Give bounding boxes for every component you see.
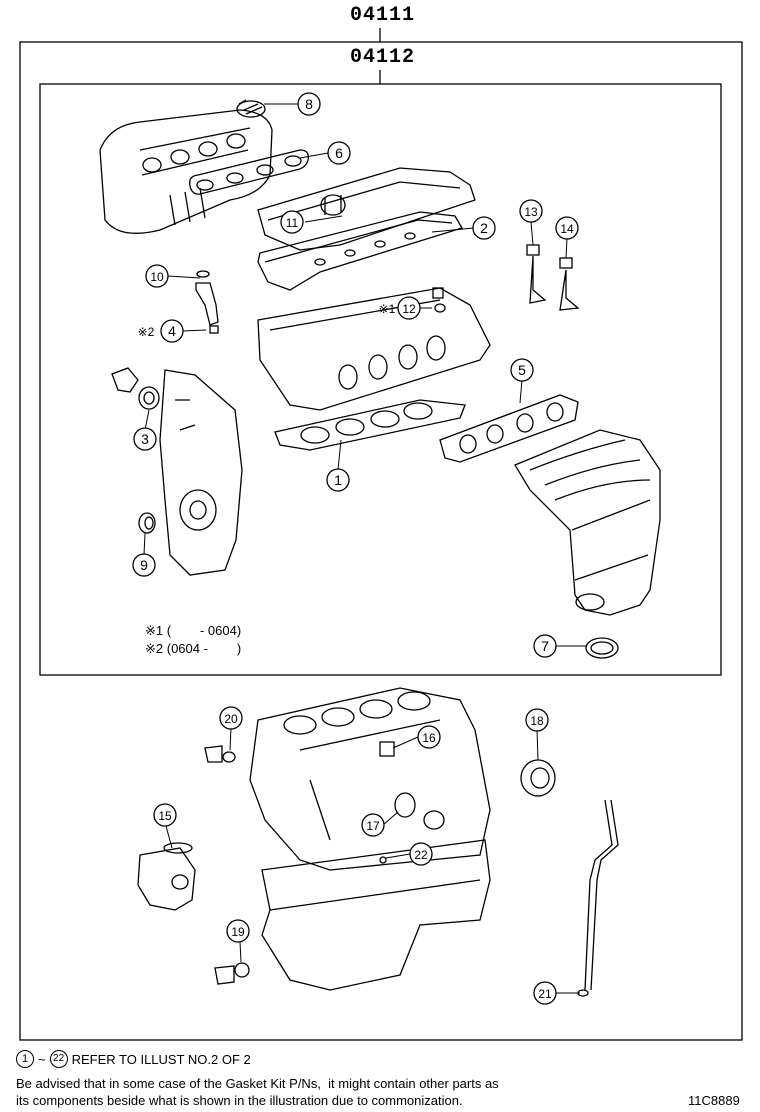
- callout-12: 12: [397, 296, 421, 320]
- svg-text:11: 11: [286, 216, 299, 230]
- crank-seal-drawing: [138, 512, 156, 534]
- exhaust-gasket-drawing: [439, 394, 579, 463]
- cylinder-head-drawing: [257, 287, 491, 411]
- oil-filler-cap-drawing: [236, 99, 266, 118]
- engine-block-drawing: [249, 687, 491, 871]
- callout-7: 7: [533, 634, 557, 658]
- callout-17: 17: [361, 813, 385, 837]
- range-end-callout: 22: [49, 1050, 68, 1068]
- svg-text:5: 5: [518, 362, 526, 378]
- svg-text:14: 14: [560, 222, 574, 236]
- footer-refer-line: 1 ~ 22 REFER TO ILLUST NO.2 OF 2: [16, 1050, 251, 1068]
- callout-13: 13: [519, 199, 543, 223]
- advice-line-1: Be advised that in some case of the Gask…: [16, 1076, 499, 1091]
- callout-21: 21: [533, 981, 557, 1005]
- rear-seal-drawing: [520, 759, 556, 797]
- water-outlet-gasket-drawing: [111, 367, 160, 410]
- svg-text:4: 4: [168, 323, 176, 339]
- callout-9: 9: [132, 553, 156, 577]
- drain-plug-20-drawing: [204, 745, 223, 763]
- dipstick-guide-drawing: [577, 799, 619, 997]
- svg-text:21: 21: [538, 987, 552, 1001]
- svg-text:6: 6: [335, 145, 343, 161]
- svg-text:3: 3: [141, 431, 149, 447]
- intake-manifold-drawing: [99, 109, 273, 234]
- injector-drawing: [195, 270, 219, 334]
- callout-14: 14: [555, 216, 579, 240]
- svg-text:20: 20: [224, 712, 238, 726]
- callout-16: 16: [417, 725, 441, 749]
- range-start-callout: 1: [16, 1050, 34, 1068]
- svg-text:1: 1: [334, 472, 342, 488]
- kit-number-inner: 04112: [350, 46, 416, 69]
- star2-marker: ※2: [138, 325, 155, 339]
- callout-18: 18: [525, 708, 549, 732]
- intake-gasket-drawing: [189, 149, 309, 195]
- svg-text:15: 15: [158, 809, 172, 823]
- callout-4: 4: [160, 319, 184, 343]
- svg-text:18: 18: [530, 714, 544, 728]
- svg-text:22: 22: [414, 848, 428, 862]
- callout-5: 5: [510, 358, 534, 382]
- range-tilde: ~: [38, 1051, 46, 1067]
- valve-cover-gasket-drawing: [257, 211, 463, 291]
- outer-kit-frame: [19, 41, 743, 1041]
- callout-19: 19: [226, 919, 250, 943]
- svg-text:13: 13: [524, 205, 538, 219]
- kit-number-outer: 04111: [350, 4, 416, 27]
- svg-text:19: 19: [231, 925, 245, 939]
- svg-text:8: 8: [305, 96, 313, 112]
- svg-text:9: 9: [140, 557, 148, 573]
- callout-2: 2: [472, 216, 496, 240]
- svg-text:7: 7: [541, 638, 549, 654]
- inner-kit-frame: [39, 83, 722, 676]
- callout-22: 22: [409, 842, 433, 866]
- valve-drawing: [526, 244, 580, 311]
- callout-15: 15: [153, 803, 177, 827]
- callout-6: 6: [327, 141, 351, 165]
- exhaust-ring-gasket-drawing: [585, 637, 619, 659]
- callout-3: 3: [133, 427, 157, 451]
- exhaust-manifold-drawing: [514, 429, 661, 616]
- valve-cover-drawing: [257, 167, 476, 251]
- svg-text:2: 2: [480, 220, 488, 236]
- callout-10: 10: [145, 264, 169, 288]
- refer-text: REFER TO ILLUST NO.2 OF 2: [71, 1051, 251, 1067]
- timing-cover-drawing: [159, 369, 243, 576]
- svg-text:16: 16: [422, 731, 436, 745]
- advice-line-2: its components beside what is shown in t…: [16, 1093, 463, 1108]
- callout-1: 1: [326, 468, 350, 492]
- oil-pump-drawing: [137, 842, 196, 911]
- drain-plug-19-drawing: [214, 965, 235, 985]
- oil-pan-drawing: [261, 839, 491, 991]
- head-gasket-drawing: [274, 399, 466, 451]
- svg-text:17: 17: [366, 819, 380, 833]
- illustration-code: 11C8889: [688, 1093, 740, 1108]
- callout-11: 11: [280, 210, 304, 234]
- note-star1: ※1 ( - 0604): [145, 623, 242, 638]
- callout-8: 8: [297, 92, 321, 116]
- svg-text:12: 12: [402, 302, 416, 316]
- note-star2: ※2 (0604 - ): [145, 641, 242, 656]
- callout-20: 20: [219, 706, 243, 730]
- svg-text:10: 10: [150, 270, 164, 284]
- star1-marker: ※1: [379, 302, 396, 316]
- callout-group: 8 6 11 2 10 13 14 12 ※1 4 ※2 5 3 1 9 7 2…: [132, 92, 579, 1005]
